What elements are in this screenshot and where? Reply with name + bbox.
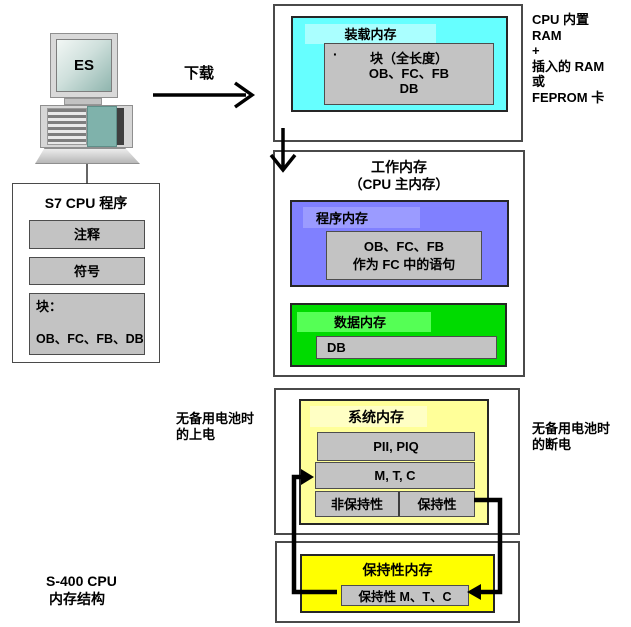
power-on-note-line: 的上电 <box>176 426 216 442</box>
system-memory-title: 系统内存 <box>348 409 404 425</box>
system-memory-box: 系统内存 PII, PIQ M, T, C 非保持性 保持性 <box>299 399 489 525</box>
system-memory-panel: 系统内存 PII, PIQ M, T, C 非保持性 保持性 <box>274 388 520 535</box>
s7-blocks-value: OB、FC、FB、DB <box>36 332 144 346</box>
non-retentive-cell: 非保持性 <box>316 492 400 516</box>
es-tower-slot <box>117 108 124 145</box>
program-memory-line-1: OB、FC、FB <box>363 239 445 254</box>
cpu-ram-note: CPU 内置 RAM + 插入的 RAM 或 FEPROM 卡 <box>532 12 604 105</box>
s7-program-box: S7 CPU 程序 注释 符号 块： OB、FC、FB、DB <box>12 183 160 363</box>
program-memory-box: 程序内存 OB、FC、FB 作为 FC 中的语句 <box>290 200 509 287</box>
load-memory-panel: 装载内存 · 块（全长度） OB、FC、FB DB <box>273 4 523 142</box>
es-label: ES <box>73 57 94 74</box>
diagram-caption-line: S-400 CPU <box>46 573 117 589</box>
load-memory-box: 装载内存 · 块（全长度） OB、FC、FB DB <box>291 16 508 112</box>
cpu-ram-note-line: + <box>532 43 540 58</box>
cpu-ram-note-line: 插入的 RAM <box>532 58 605 74</box>
load-memory-title-band <box>305 24 436 44</box>
retentive-split-box: 非保持性 保持性 <box>315 491 475 517</box>
work-memory-title: 工作内存 <box>371 159 427 175</box>
data-memory-title: 数据内存 <box>334 315 387 330</box>
power-on-note-line: 无备用电池时 <box>176 411 255 426</box>
retentive-memory-panel: 保持性内存 保持性 M、T、C <box>275 541 520 623</box>
es-workstation: ES <box>0 0 170 170</box>
power-off-note: 无备用电池时 的断电 <box>532 421 610 452</box>
diagram-caption: S-400 CPU 内存结构 <box>46 572 117 608</box>
load-memory-line-2: OB、FC、FB <box>368 66 450 81</box>
cpu-ram-note-line: FEPROM 卡 <box>532 89 605 105</box>
power-off-note-line: 无备用电池时 <box>532 421 611 436</box>
load-memory-bullet: · <box>333 46 338 62</box>
data-memory-box: 数据内存 DB <box>290 303 507 367</box>
program-memory-line-2: 作为 FC 中的语句 <box>352 257 456 272</box>
es-screen: ES <box>56 39 112 92</box>
mtc-box: M, T, C <box>315 462 475 489</box>
program-memory-title: 程序内存 <box>316 211 369 226</box>
power-on-note: 无备用电池时 的上电 <box>176 411 254 442</box>
data-memory-title-band <box>297 312 431 332</box>
load-memory-content-box: · 块（全长度） OB、FC、FB DB <box>324 43 494 105</box>
s7-blocks-box: 块： OB、FC、FB、DB <box>29 293 145 355</box>
retentive-mtc-box: 保持性 M、T、C <box>341 585 469 606</box>
data-memory-content-box: DB <box>316 336 497 359</box>
pii-piq-box: PII, PIQ <box>317 432 475 461</box>
es-drive-bays <box>47 108 87 145</box>
system-memory-title-band <box>310 406 427 427</box>
retentive-memory-box: 保持性内存 保持性 M、T、C <box>300 554 495 613</box>
diagram-caption-line: 内存结构 <box>49 591 105 607</box>
download-label: 下载 <box>184 65 215 82</box>
load-memory-line-3: DB <box>399 81 419 96</box>
es-monitor: ES <box>50 33 118 98</box>
es-tower-panel <box>87 106 117 147</box>
es-monitor-stand <box>64 98 102 105</box>
retentive-cell: 保持性 <box>417 496 457 512</box>
load-memory-line-1: 块（全长度） <box>369 51 448 66</box>
work-memory-panel: 工作内存 （CPU 主内存） 程序内存 OB、FC、FB 作为 FC 中的语句 … <box>273 150 525 377</box>
s7-comments-box: 注释 <box>29 220 145 249</box>
s7-symbols-box: 符号 <box>29 257 145 285</box>
es-tower <box>40 105 133 148</box>
retentive-memory-title: 保持性内存 <box>362 562 433 578</box>
s7-program-title: S7 CPU 程序 <box>44 195 128 211</box>
s7-blocks-label: 块： <box>36 299 63 314</box>
program-memory-content-box: OB、FC、FB 作为 FC 中的语句 <box>326 231 482 280</box>
program-memory-title-band <box>303 207 420 228</box>
work-memory-subtitle: （CPU 主内存） <box>349 177 449 192</box>
cpu-ram-note-line: 或 <box>532 74 546 89</box>
cpu-ram-note-line: RAM <box>532 27 562 43</box>
cpu-ram-note-line: CPU 内置 <box>532 12 590 27</box>
power-off-note-line: 的断电 <box>532 436 572 452</box>
load-memory-title: 装载内存 <box>344 26 397 42</box>
data-memory-content: DB <box>327 340 346 355</box>
es-keyboard <box>35 148 140 164</box>
